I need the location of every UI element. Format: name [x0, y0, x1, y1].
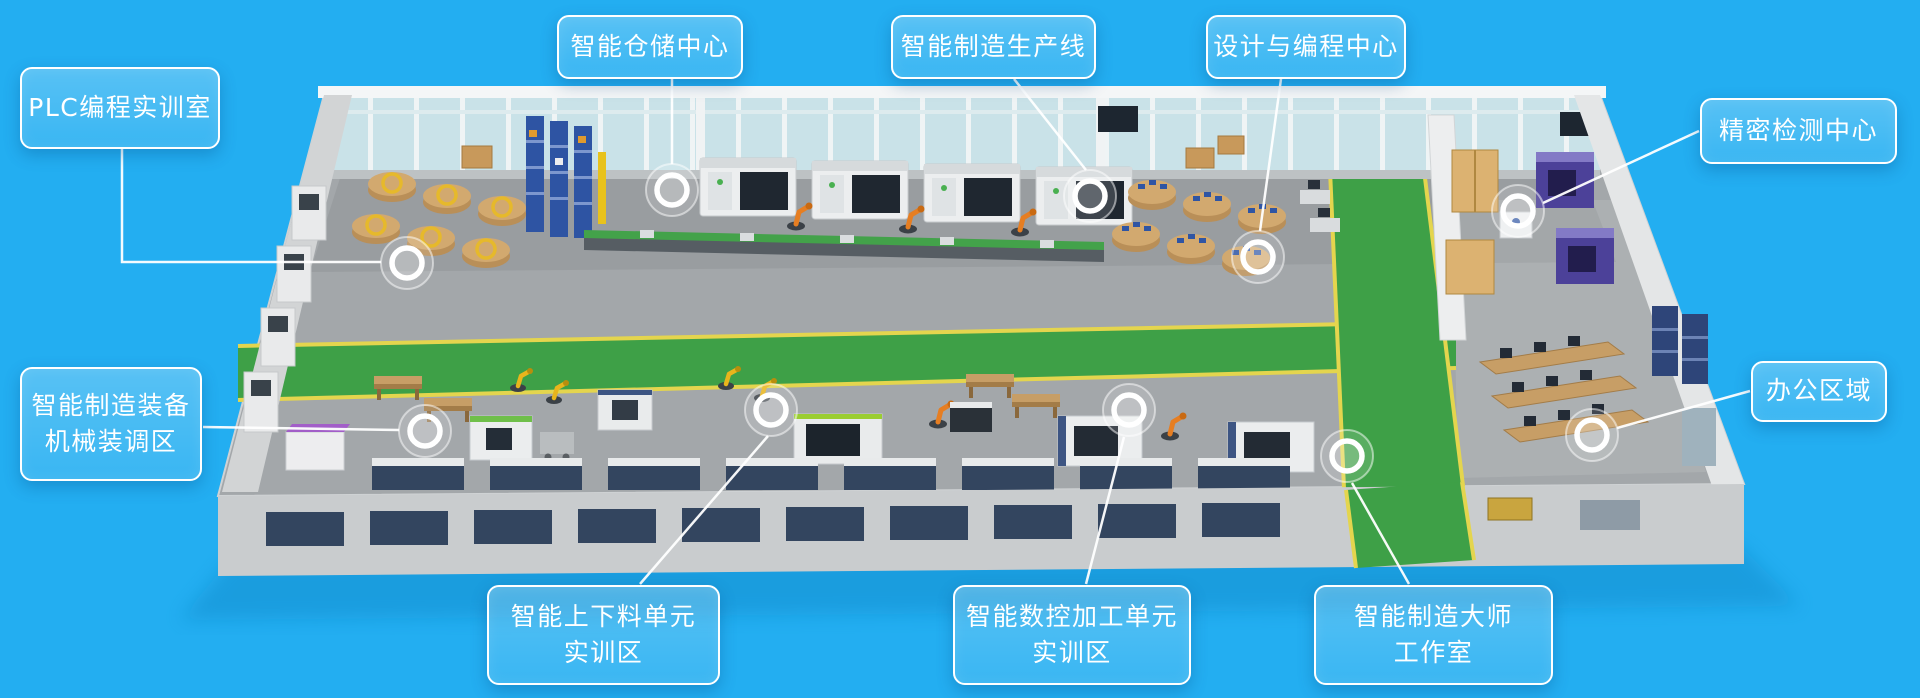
callout-label: PLC编程实训室	[28, 92, 212, 122]
front-wall	[218, 484, 1744, 576]
connector-master-studio	[1350, 482, 1411, 585]
callout-label: 智能制造大师	[1353, 601, 1513, 631]
callout-office-area[interactable]: 办公区域	[1751, 361, 1887, 422]
marker-equipment-assembly-area[interactable]	[398, 404, 452, 458]
callout-plc-training-room[interactable]: PLC编程实训室	[20, 67, 220, 149]
callout-smart-production-line[interactable]: 智能制造生产线	[891, 15, 1096, 79]
marker-smart-production-line[interactable]	[1063, 169, 1117, 223]
marker-master-studio[interactable]	[1320, 429, 1374, 483]
zone-design-programming	[1112, 135, 1340, 276]
callout-label: 精密检测中心	[1718, 115, 1878, 145]
marker-loading-unloading-area[interactable]	[744, 383, 798, 437]
marker-design-programming-center[interactable]	[1231, 230, 1285, 284]
connector-smart-production-line	[1013, 78, 1087, 171]
callout-equipment-assembly-area[interactable]: 智能制造装备 机械装调区	[20, 367, 202, 481]
connector-design-programming-center	[1258, 78, 1283, 232]
connector-loading-unloading-area	[639, 435, 769, 585]
callout-master-studio[interactable]: 智能制造大师 工作室	[1314, 585, 1553, 685]
connector-office-area	[1616, 389, 1751, 430]
callout-label: 设计与编程中心	[1213, 31, 1399, 61]
callout-design-programming-center[interactable]: 设计与编程中心	[1206, 15, 1406, 79]
callout-label: 工作室	[1393, 638, 1474, 667]
green-path-horizontal	[237, 320, 1457, 402]
building	[216, 86, 1746, 576]
assembly-cell	[285, 368, 574, 471]
connector-precision-inspection-center	[1542, 129, 1700, 205]
front-cabinet-row	[372, 458, 1290, 490]
callout-smart-warehouse-center[interactable]: 智能仓储中心	[557, 15, 743, 79]
green-path-exit	[1344, 481, 1476, 569]
callout-label: 智能制造生产线	[900, 31, 1087, 61]
callout-label: 智能上下料单元	[510, 601, 697, 631]
marker-precision-inspection-center[interactable]	[1491, 184, 1545, 238]
hotspot-markers	[380, 163, 1619, 483]
callout-label: 机械装调区	[44, 427, 178, 456]
callout-label: 办公区域	[1765, 376, 1872, 406]
marker-office-area[interactable]	[1565, 408, 1619, 462]
marker-cnc-machining-area[interactable]	[1102, 383, 1156, 437]
callout-label: 智能仓储中心	[570, 31, 730, 61]
callout-label: 智能制造装备	[31, 390, 191, 420]
callout-loading-unloading-training-area[interactable]: 智能上下料单元 实训区	[487, 585, 720, 685]
loading-unloading-cell	[597, 366, 883, 465]
zone-front-workcells	[285, 366, 1315, 473]
callout-precision-inspection-center[interactable]: 精密检测中心	[1700, 98, 1897, 164]
right-wall	[1574, 95, 1744, 486]
marker-plc-training-room[interactable]	[380, 236, 434, 290]
zone-production-line	[584, 157, 1133, 262]
connector-plc-training-room	[120, 149, 381, 264]
callout-label: 智能数控加工单元	[965, 601, 1178, 631]
callout-cnc-machining-training-area[interactable]: 智能数控加工单元 实训区	[953, 585, 1191, 685]
connector-cnc-machining-area	[1084, 436, 1126, 585]
zone-plc-training	[352, 145, 526, 268]
zone-warehouse-racks	[526, 116, 606, 238]
callout-label: 实训区	[563, 638, 644, 667]
marker-smart-warehouse-center[interactable]	[645, 163, 699, 217]
callout-label: 实训区	[1032, 638, 1112, 667]
zone-office	[1478, 306, 1708, 443]
connector-equipment-assembly-area	[202, 425, 400, 432]
